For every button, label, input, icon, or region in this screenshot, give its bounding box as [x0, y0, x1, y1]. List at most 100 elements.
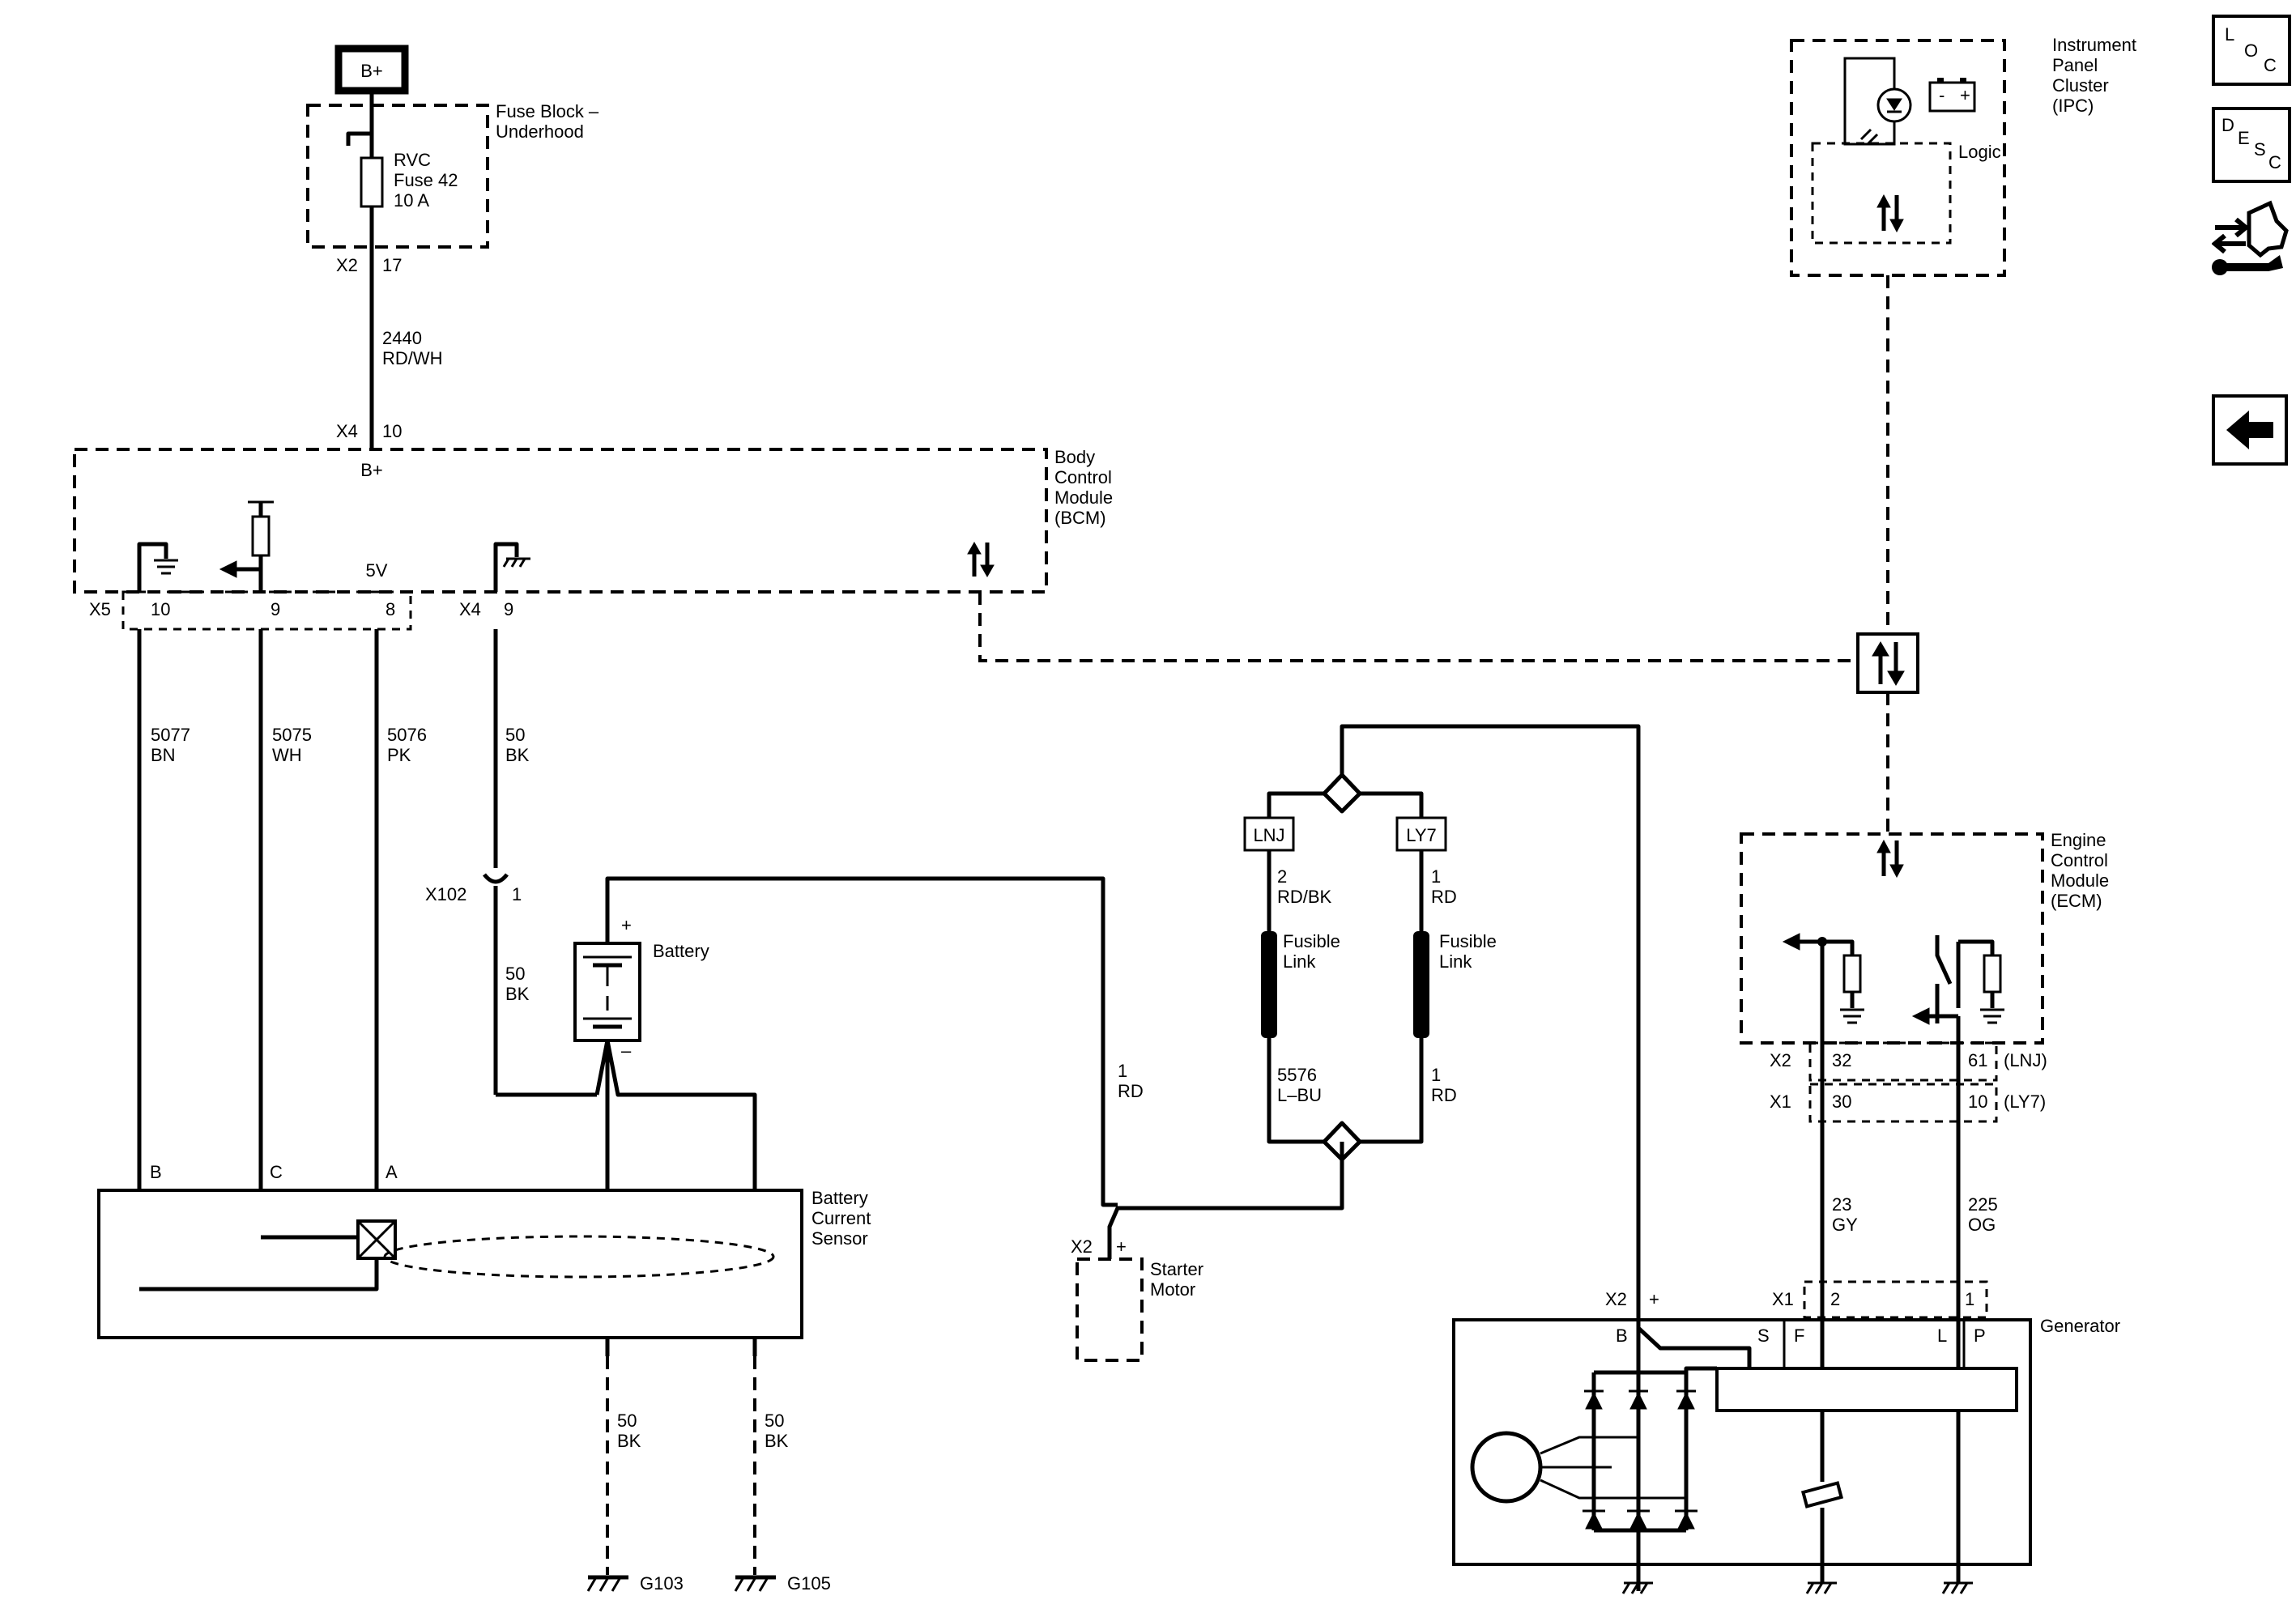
- bcm-pins-x5-2-label: 8: [386, 599, 395, 619]
- fuse-block-pin-label: 17: [382, 255, 402, 275]
- sensor-pins-2-label: A: [386, 1162, 398, 1182]
- ipc-name-0-label: Instrument: [2052, 35, 2136, 55]
- bcm-name-0-label: Body: [1054, 447, 1095, 467]
- ecm-name-2-label: Module: [2051, 870, 2109, 891]
- battery-plus-label: +: [621, 915, 632, 935]
- desc-letter-e: E: [2238, 128, 2250, 148]
- wires-w1rd-starter-1-label: RD: [1118, 1081, 1144, 1101]
- generator-terminals-1-label: S: [1757, 1326, 1770, 1346]
- bcm-pin-x4-label: 9: [504, 599, 513, 619]
- ipc-name-1-label: Panel: [2052, 55, 2098, 75]
- wires-lnj-top-0-label: 2: [1277, 866, 1287, 887]
- ipc-name-2-label: Cluster: [2052, 75, 2109, 96]
- generator-terminals-2-label: F: [1794, 1326, 1804, 1346]
- fusible-links-lnj-tag-label: LNJ: [1253, 825, 1284, 845]
- bcm-name-3-label: (BCM): [1054, 508, 1106, 528]
- ipc-name-3-label: (IPC): [2052, 96, 2094, 116]
- generator-x2-pin-label: +: [1649, 1289, 1659, 1309]
- starter-motor: X2 + Starter Motor: [1071, 1236, 1203, 1362]
- battery-warning-icon: - +: [1928, 78, 1976, 113]
- wires-lnj-bottom-1-label: L–BU: [1277, 1085, 1322, 1105]
- starter-connector-label: X2: [1071, 1236, 1093, 1257]
- wires-w50c-1-label: BK: [617, 1431, 641, 1451]
- wires-w23-0-label: 23: [1832, 1194, 1851, 1215]
- starter-name-1-label: Motor: [1150, 1279, 1195, 1300]
- wires-ly7-bottom-1-label: RD: [1431, 1085, 1457, 1105]
- bcm-connector-x5: X5 10 9 8 X4 9: [89, 590, 513, 631]
- engine-control-module: Engine Control Module (ECM): [1740, 830, 2109, 1045]
- sensor-name-1-label: Current: [811, 1208, 871, 1228]
- sensor-pins-0-label: B: [150, 1162, 162, 1182]
- bcm-name-1-label: Control: [1054, 467, 1112, 487]
- generator-x1-pins-1-label: 1: [1965, 1289, 1974, 1309]
- rvc-fuse-42-icon: [360, 156, 384, 208]
- fusible-links: LNJ LY7 2 RD/BK 1 RD Fusible Link Fusibl…: [1243, 724, 1641, 1302]
- back-arrow-icon[interactable]: [2212, 394, 2288, 466]
- connector-tool-icon[interactable]: [2211, 197, 2291, 278]
- ecm-x1-label: X1: [1770, 1091, 1791, 1112]
- fusible-links-label-1-label: Link: [1439, 951, 1472, 972]
- sensor-name-2-label: Sensor: [811, 1228, 868, 1249]
- bcm-x5-label: X5: [89, 599, 111, 619]
- bcm-in-connector-label: X4: [336, 421, 358, 441]
- wires-w50d-0-label: 50: [765, 1411, 784, 1431]
- ecm-x1-pins-0-label: 30: [1832, 1091, 1851, 1112]
- bcm-b-plus-label-label: B+: [360, 460, 383, 480]
- wires-w50a-1-label: BK: [505, 745, 530, 765]
- wires-w50b-0-label: 50: [505, 964, 525, 984]
- fuse-block-name-0-label: Fuse Block –: [496, 101, 599, 121]
- fuse-block-fuse-2-label: 10 A: [394, 190, 429, 211]
- sensor-pins-1-label: C: [270, 1162, 283, 1182]
- battery-current-sensor: Battery Current Sensor B C A: [97, 1162, 871, 1339]
- wires-ly7-top-1-label: RD: [1431, 887, 1457, 907]
- battery-minus-label: –: [621, 1040, 632, 1061]
- fuse-block-underhood: Fuse Block – Underhood RVC Fuse 42 10 A …: [306, 101, 599, 275]
- wires-w1rd-starter-0-label: 1: [1118, 1061, 1127, 1081]
- wires-w5076-0-label: 5076: [387, 725, 427, 745]
- generator-terminals-0-label: B: [1616, 1326, 1628, 1346]
- wires-w50a-0-label: 50: [505, 725, 525, 745]
- battery-name-label: Battery: [653, 941, 709, 961]
- ecm-x2-label: X2: [1770, 1050, 1791, 1070]
- ecm-x2-variant-label: (LNJ): [2004, 1050, 2047, 1070]
- ground-g105: G105: [734, 1573, 831, 1594]
- fusible-links-label-1-label: Link: [1283, 951, 1316, 972]
- wires-w50d-1-label: BK: [765, 1431, 789, 1451]
- desc-icon[interactable]: D E S C: [2212, 107, 2291, 183]
- generator-x2-label: X2: [1605, 1289, 1627, 1309]
- starter-name-0-label: Starter: [1150, 1259, 1203, 1279]
- sensor-name-0-label: Battery: [811, 1188, 868, 1208]
- loc-letter-l: L: [2225, 24, 2235, 45]
- loc-letter-o: O: [2244, 40, 2259, 61]
- desc-letter-c: C: [2268, 152, 2281, 172]
- stator-icon: [1470, 1431, 1543, 1504]
- wires-lnj-bottom-0-label: 5576: [1277, 1065, 1317, 1085]
- wire-2440-color: RD/WH: [382, 348, 443, 368]
- bcm-name-2-label: Module: [1054, 487, 1113, 508]
- bcm-x4-label: X4: [459, 599, 481, 619]
- ecm-x1-variant-label: (LY7): [2004, 1091, 2046, 1112]
- fusible-links-label-0-label: Fusible: [1283, 931, 1340, 951]
- wires-w5077-0-label: 5077: [151, 725, 190, 745]
- ecm-x2-pins-1-label: 61: [1968, 1050, 1987, 1070]
- power-b-plus-label: B+: [360, 61, 383, 81]
- connector-tool-glyph: [2211, 200, 2289, 275]
- grounds-g105-label: G105: [787, 1573, 831, 1594]
- wires-w225-0-label: 225: [1968, 1194, 1998, 1215]
- fuse-block-fuse-1-label: Fuse 42: [394, 170, 458, 190]
- bcm-pins-x5-1-label: 9: [270, 599, 280, 619]
- ecm-x2-pins-0-label: 32: [1832, 1050, 1851, 1070]
- b-plus-source: B+: [334, 45, 409, 95]
- wires-ly7-top-0-label: 1: [1431, 866, 1441, 887]
- bcm-five-v-label: 5V: [366, 560, 388, 581]
- desc-letter-d: D: [2221, 115, 2234, 135]
- bcm-pins-x5-0-label: 10: [151, 599, 170, 619]
- battery: + – Battery: [573, 915, 709, 1061]
- svg-text:-: -: [1939, 85, 1945, 105]
- wires-w50b-1-label: BK: [505, 984, 530, 1004]
- grounds-g103-label: G103: [640, 1573, 684, 1594]
- instrument-panel-cluster: Instrument Panel Cluster (IPC) - + Logic: [1790, 35, 2136, 277]
- loc-icon[interactable]: L O C: [2212, 15, 2291, 86]
- desc-letter-s: S: [2254, 139, 2266, 160]
